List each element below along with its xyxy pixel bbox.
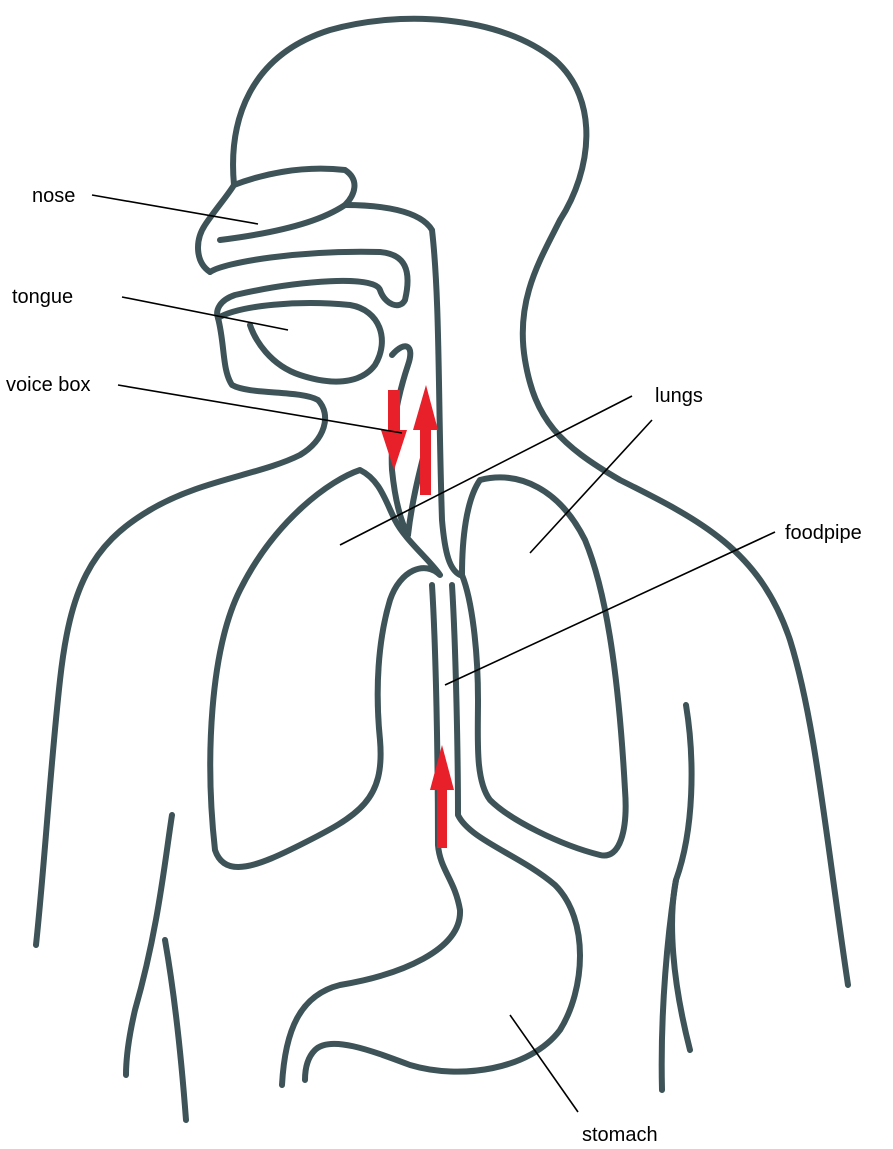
digestive-tract	[282, 585, 580, 1085]
lungs-leader-left	[340, 396, 632, 545]
head-back-and-right-shoulder	[233, 19, 848, 985]
arrow-up-foodpipe-icon	[430, 745, 454, 848]
tongue-leader	[122, 297, 288, 330]
label-stomach: stomach	[582, 1124, 658, 1146]
label-tongue: tongue	[12, 286, 73, 308]
foodpipe-leader	[445, 532, 775, 685]
lungs-group	[210, 470, 625, 867]
nose-top	[220, 169, 354, 240]
left-arm-inner	[165, 940, 186, 1120]
body-outline	[36, 19, 848, 1120]
tongue-outline	[218, 303, 382, 381]
head-airways	[210, 169, 460, 575]
label-nose: nose	[32, 185, 75, 207]
stomach-leader	[510, 1015, 578, 1112]
foodpipe-left	[282, 585, 460, 1085]
label-lungs: lungs	[655, 385, 703, 407]
label-voice-box: voice box	[6, 374, 91, 396]
nose-leader	[92, 195, 258, 224]
face-forehead	[198, 185, 234, 272]
label-foodpipe: foodpipe	[785, 522, 862, 544]
